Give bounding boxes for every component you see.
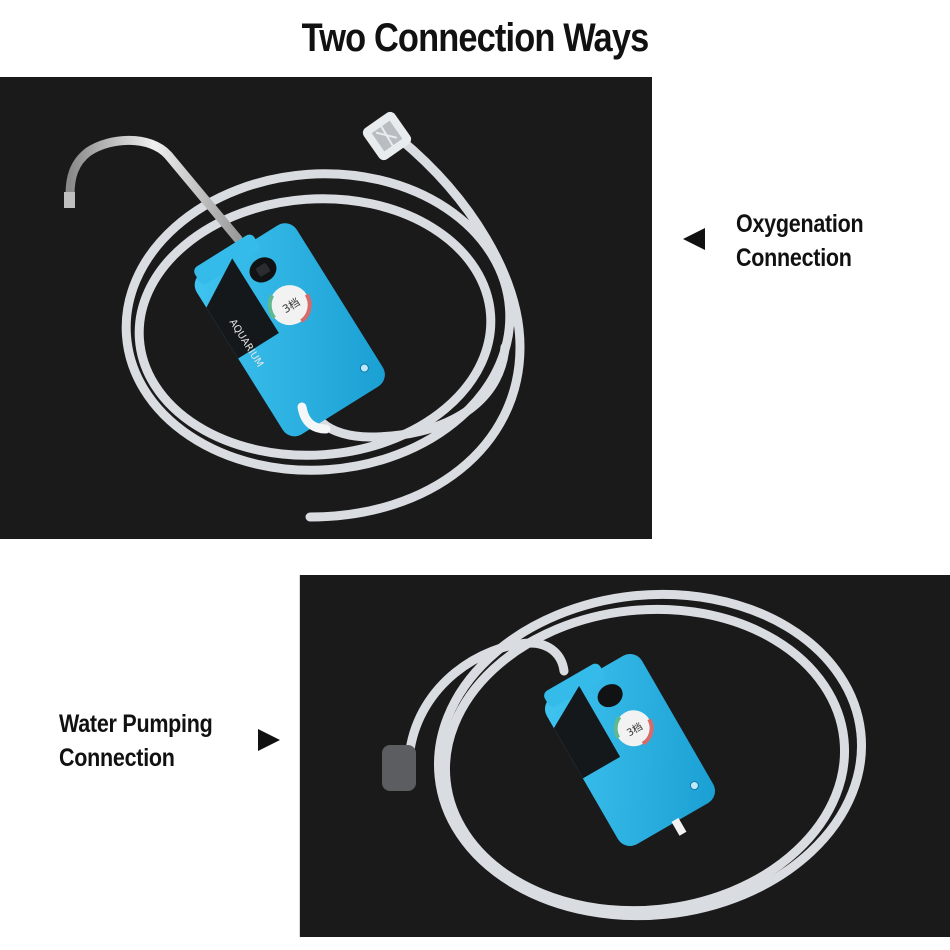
callout-line-1: Water Pumping <box>59 710 213 738</box>
faucet-spout <box>65 135 243 244</box>
callout-line-2: Connection <box>736 244 852 272</box>
right-arrow-icon <box>258 729 280 751</box>
oxygenation-photo: AQUARIUM 3档 <box>0 77 652 539</box>
page-title: Two Connection Ways <box>301 16 650 60</box>
mesh-filter-icon <box>362 111 412 161</box>
pump-device: 3档 <box>544 654 716 846</box>
callout-line-1: Oxygenation <box>736 210 864 238</box>
pump-illustration-top: AQUARIUM 3档 <box>64 111 525 522</box>
pump-illustration-bottom: 3档 <box>382 589 867 921</box>
silicone-tube <box>121 134 525 522</box>
water-pumping-photo: 3档 <box>299 575 950 937</box>
left-arrow-icon <box>683 228 705 250</box>
oxygenation-callout: Oxygenation Connection <box>736 207 864 275</box>
water-pumping-callout: Water Pumping Connection <box>59 707 213 775</box>
air-stone-icon <box>382 745 416 791</box>
pump-device: AQUARIUM 3档 <box>194 223 385 437</box>
silicone-tube <box>405 589 867 921</box>
callout-line-2: Connection <box>59 744 175 772</box>
